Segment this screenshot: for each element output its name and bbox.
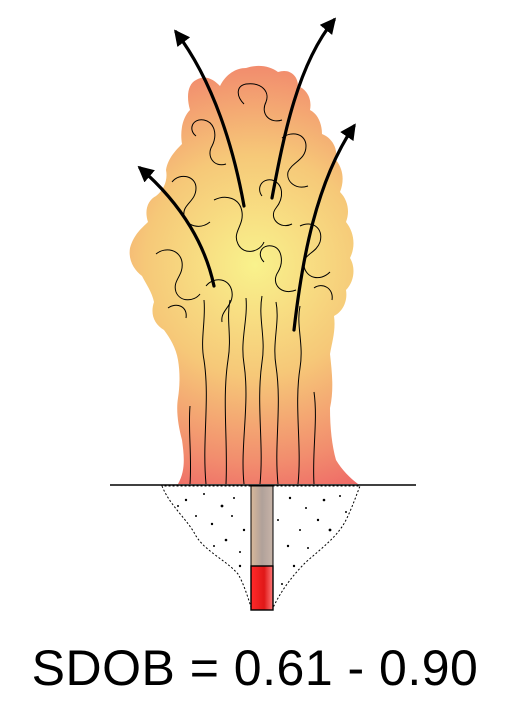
stemming-column	[250, 485, 274, 567]
arrow-far-left	[137, 165, 216, 288]
borehole	[250, 485, 274, 611]
arrow-center-right	[270, 17, 337, 200]
plume-body	[129, 65, 358, 485]
plume-streaks	[188, 295, 316, 485]
explosive-charge	[250, 565, 274, 611]
arrow-center-left	[174, 29, 246, 208]
soil-speckles	[177, 493, 347, 585]
plume-swirls	[155, 83, 333, 323]
ejecta-plume	[129, 65, 358, 485]
ejecta-arrows	[137, 17, 356, 332]
arrow-far-right	[292, 123, 356, 332]
sdob-label: SDOB = 0.61 - 0.90	[31, 640, 479, 696]
